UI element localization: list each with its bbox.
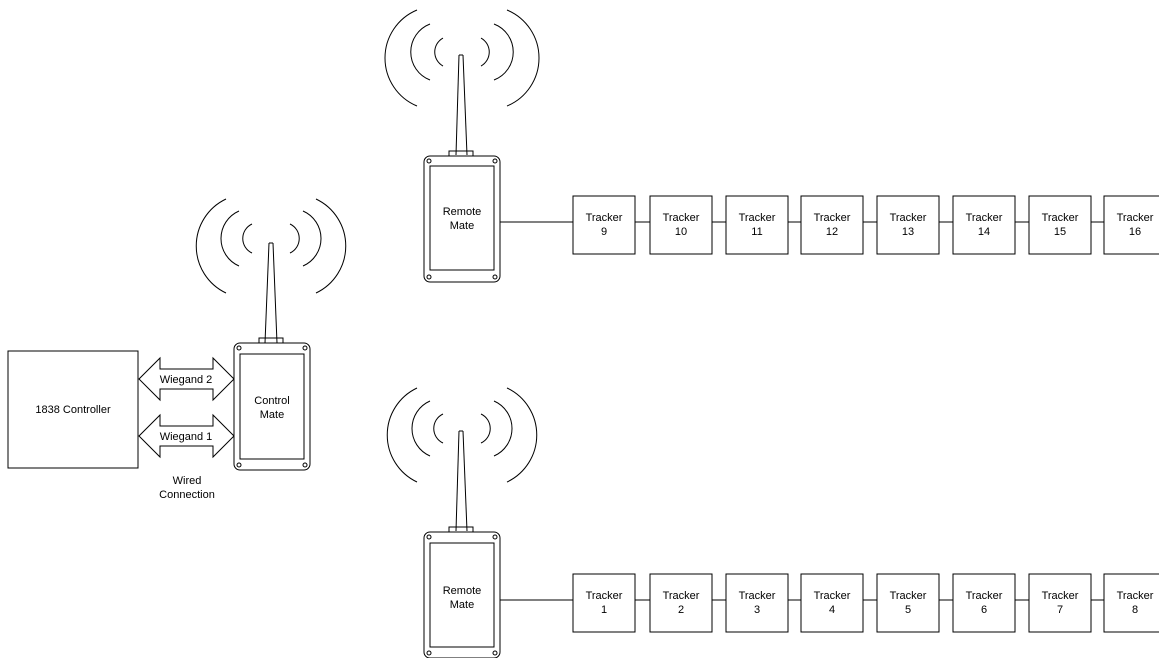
bottom-tracker-number: 6 bbox=[981, 604, 987, 616]
bottom-tracker-box bbox=[1103, 573, 1159, 633]
top-tracker-number: 14 bbox=[978, 226, 990, 238]
top-tracker-label: Tracker bbox=[739, 212, 776, 224]
top-tracker-number: 9 bbox=[601, 226, 607, 238]
tracker-chain-bottom: Tracker 1 Tracker 2 Tracker 3 Tracker 4 Tracker 5… bbox=[500, 573, 1159, 633]
top-tracker-label: Tracker bbox=[586, 212, 623, 224]
bottom-tracker-label: Tracker bbox=[739, 590, 776, 602]
remote-mate-top-label-line2: Mate bbox=[450, 220, 474, 232]
remote-mate-bottom-label-line1: Remote bbox=[443, 585, 482, 597]
bottom-tracker-box bbox=[876, 573, 940, 633]
top-tracker-number: 15 bbox=[1054, 226, 1066, 238]
top-tracker-label: Tracker bbox=[1117, 212, 1154, 224]
bottom-tracker-box bbox=[725, 573, 789, 633]
bottom-tracker-number: 3 bbox=[754, 604, 760, 616]
remote-mate-bottom-device: Remote Mate bbox=[386, 387, 538, 658]
bottom-tracker-label: Tracker bbox=[890, 590, 927, 602]
remote-mate-bottom-radio-waves bbox=[386, 387, 538, 483]
wiegand-1-label: Wiegand 1 bbox=[160, 431, 213, 443]
top-tracker-label: Tracker bbox=[966, 212, 1003, 224]
top-tracker-label: Tracker bbox=[890, 212, 927, 224]
bottom-tracker-number: 5 bbox=[905, 604, 911, 616]
bottom-tracker-label: Tracker bbox=[966, 590, 1003, 602]
remote-mate-bottom-label-line2: Mate bbox=[450, 599, 474, 611]
remote-mate-top-antenna bbox=[455, 54, 460, 156]
wiegand-1-arrow: Wiegand 1 bbox=[138, 413, 235, 459]
top-tracker-box bbox=[1028, 195, 1092, 255]
bottom-tracker-box bbox=[800, 573, 864, 633]
control-mate-case bbox=[233, 342, 311, 471]
top-tracker-number: 11 bbox=[751, 226, 762, 238]
top-tracker-box bbox=[952, 195, 1016, 255]
bottom-tracker-box bbox=[572, 573, 636, 633]
bottom-tracker-number: 7 bbox=[1057, 604, 1063, 616]
bottom-tracker-box bbox=[952, 573, 1016, 633]
control-mate-device: Control Mate bbox=[195, 198, 347, 471]
remote-mate-top-case bbox=[423, 155, 501, 283]
bottom-tracker-number: 4 bbox=[829, 604, 835, 616]
top-tracker-label: Tracker bbox=[814, 212, 851, 224]
bottom-tracker-box bbox=[649, 573, 713, 633]
wiegand-2-label: Wiegand 2 bbox=[160, 374, 213, 386]
remote-mate-bottom-antenna bbox=[455, 430, 460, 532]
bottom-tracker-label: Tracker bbox=[1117, 590, 1154, 602]
top-tracker-box bbox=[800, 195, 864, 255]
top-tracker-box bbox=[1103, 195, 1159, 255]
tracker-chain-top: Tracker 9 Tracker 10 Tracker 11 Tracker 12 Track… bbox=[500, 195, 1159, 255]
top-tracker-number: 10 bbox=[675, 226, 687, 238]
control-mate-label-line2: Mate bbox=[260, 409, 284, 421]
remote-mate-bottom-case bbox=[423, 531, 501, 658]
top-tracker-box bbox=[725, 195, 789, 255]
control-mate-label-line1: Control bbox=[254, 395, 289, 407]
wiegand-2-arrow: Wiegand 2 bbox=[138, 356, 235, 402]
bottom-tracker-number: 1 bbox=[601, 604, 607, 616]
bottom-tracker-label: Tracker bbox=[663, 590, 700, 602]
bottom-tracker-label: Tracker bbox=[814, 590, 851, 602]
wired-label-line2: Connection bbox=[159, 489, 215, 501]
top-tracker-box bbox=[572, 195, 636, 255]
bottom-tracker-number: 2 bbox=[678, 604, 684, 616]
bottom-tracker-box bbox=[1028, 573, 1092, 633]
top-tracker-label: Tracker bbox=[663, 212, 700, 224]
bottom-tracker-number: 8 bbox=[1132, 604, 1138, 616]
control-mate-antenna bbox=[264, 242, 270, 344]
controller-label: 1838 Controller bbox=[35, 404, 111, 416]
control-mate-radio-waves bbox=[195, 198, 347, 294]
top-tracker-number: 13 bbox=[902, 226, 914, 238]
wired-label-line1: Wired bbox=[173, 475, 202, 487]
top-tracker-label: Tracker bbox=[1042, 212, 1079, 224]
remote-mate-top-radio-waves bbox=[384, 9, 540, 107]
remote-mate-top-label-line1: Remote bbox=[443, 206, 482, 218]
bottom-tracker-label: Tracker bbox=[586, 590, 623, 602]
top-tracker-number: 16 bbox=[1129, 226, 1141, 238]
top-tracker-number: 12 bbox=[826, 226, 838, 238]
remote-mate-top-device: Remote Mate bbox=[384, 9, 540, 283]
top-tracker-box bbox=[649, 195, 713, 255]
controller-box bbox=[7, 350, 139, 469]
top-tracker-box bbox=[876, 195, 940, 255]
bottom-tracker-label: Tracker bbox=[1042, 590, 1079, 602]
